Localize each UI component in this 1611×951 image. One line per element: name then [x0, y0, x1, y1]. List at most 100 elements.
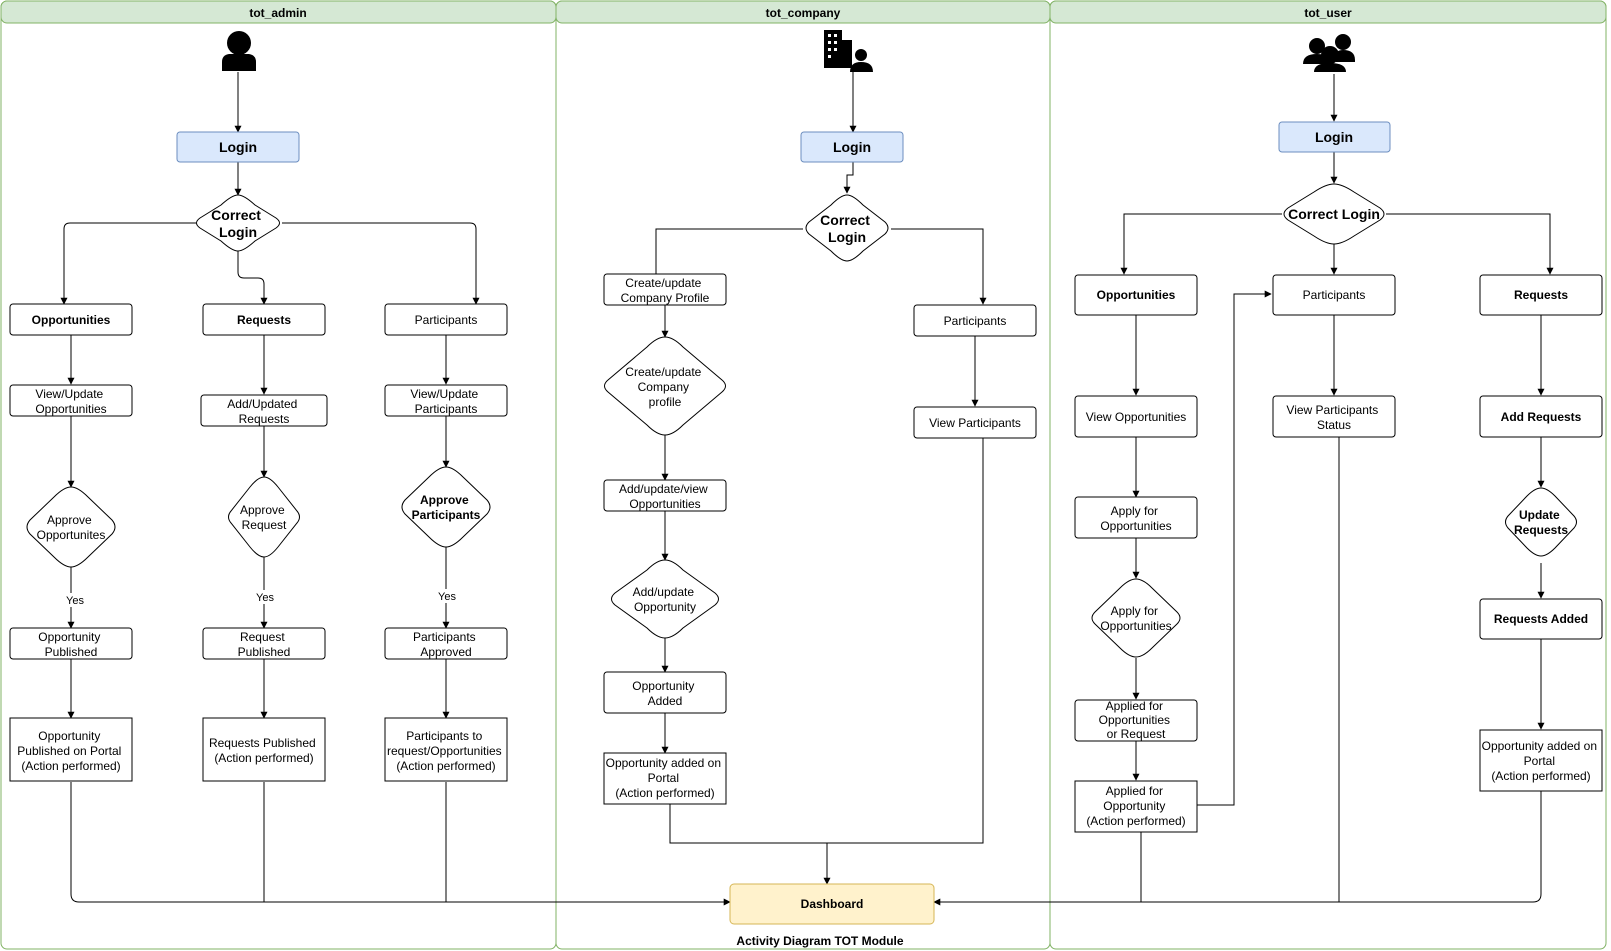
- user-apply-for-opportunities-decision[interactable]: Apply for Opportunities: [1091, 578, 1181, 658]
- lane-title-company: tot_company: [766, 6, 841, 20]
- admin-request-published[interactable]: Request Published: [202, 627, 326, 660]
- user-add-requests[interactable]: Add Requests: [1479, 395, 1603, 438]
- svg-text:Approve Request: Approve Request: [240, 503, 288, 532]
- svg-text:View/Update Opportunitie: View/Update Opportunities: [35, 387, 106, 416]
- admin-requests-published-action[interactable]: Requests Published (Action performed): [202, 717, 326, 782]
- company-edges: [652, 68, 987, 885]
- svg-text:Update Requests: Update Requests: [1514, 508, 1568, 537]
- svg-text:Add Requests: Add Requests: [1501, 410, 1582, 424]
- person-icon: [222, 31, 256, 71]
- user-requests-added[interactable]: Requests Added: [1479, 598, 1603, 640]
- svg-text:Participants: Participants: [1303, 288, 1366, 302]
- svg-text:Participants: Participants: [944, 314, 1007, 328]
- company-create-profile-decision[interactable]: Create/update Company profile: [604, 336, 726, 436]
- admin-participants-node[interactable]: Participants: [384, 303, 508, 336]
- admin-opportunity-published[interactable]: Opportunity Published: [9, 627, 133, 660]
- svg-text:View/Update Participants: View/Update Participants: [410, 387, 481, 416]
- svg-text:Apply for Opportunities: Apply for Opportunities: [1100, 504, 1171, 533]
- svg-text:Requests Published (Acti: Requests Published (Action performed): [209, 736, 319, 765]
- svg-text:Applied for Opportunitie: Applied for Opportunities or Request: [1099, 699, 1174, 741]
- company-login[interactable]: Login: [800, 131, 904, 163]
- svg-text:Add/Updated Requests: Add/Updated Requests: [227, 397, 300, 426]
- admin-opportunities-node[interactable]: Opportunities: [9, 303, 133, 336]
- company-add-view-opportunities[interactable]: Add/update/view Opportunities: [603, 479, 727, 512]
- admin-approve-request-decision[interactable]: Approve Request: [228, 476, 300, 558]
- admin-add-updated-requests[interactable]: Add/Updated Requests: [200, 394, 328, 427]
- svg-text:Correct Login: Correct Login: [820, 212, 874, 245]
- admin-view-update-participants[interactable]: View/Update Participants: [384, 384, 508, 417]
- user-edges: [1120, 74, 1554, 806]
- svg-text:Opportunity added on Por: Opportunity added on Portal (Action perf…: [606, 756, 725, 800]
- edge-label-yes: Yes: [256, 592, 274, 604]
- svg-text:Correct Login: Correct Login: [211, 207, 265, 240]
- user-participants-node[interactable]: Participants: [1272, 274, 1396, 316]
- svg-text:Opportunity Added: Opportunity Added: [632, 679, 697, 708]
- company-correct-login-decision[interactable]: Correct Login: [805, 194, 889, 262]
- admin-correct-login-decision[interactable]: Correct Login: [196, 194, 280, 252]
- admin-opportunity-published-portal[interactable]: Opportunity Published on Portal (Action …: [9, 717, 133, 782]
- svg-text:View Opportunities: View Opportunities: [1086, 410, 1187, 424]
- svg-text:Requests: Requests: [1514, 288, 1568, 302]
- svg-text:Opportunity Published: Opportunity Published: [38, 630, 103, 659]
- admin-requests-node[interactable]: Requests: [202, 303, 326, 336]
- user-applied-for-opportunity-action[interactable]: Applied for Opportunity (Action performe…: [1074, 780, 1198, 833]
- admin-login[interactable]: Login: [176, 131, 300, 163]
- admin-approve-participants-decision[interactable]: Approve Participants: [401, 466, 491, 548]
- user-update-requests-decision[interactable]: Update Requests: [1505, 487, 1577, 557]
- svg-text:Request Published: Request Published: [238, 630, 291, 659]
- svg-text:Opportunities: Opportunities: [32, 313, 111, 327]
- svg-text:Participants to request/: Participants to request/Opportunities (A…: [387, 729, 505, 773]
- svg-text:Participants Approved: Participants Approved: [413, 630, 479, 659]
- svg-text:Approve Opportunites: Approve Opportunites: [37, 513, 106, 542]
- user-applied-for-opportunities[interactable]: Applied for Opportunities or Request: [1074, 699, 1198, 742]
- admin-approve-opportunities-decision[interactable]: Approve Opportunites: [26, 486, 116, 568]
- lane-title-admin: tot_admin: [249, 6, 306, 20]
- diagram-caption: Activity Diagram TOT Module: [736, 934, 903, 948]
- company-create-profile[interactable]: Create/update Company Profile: [603, 273, 727, 306]
- svg-text:Approve Participants: Approve Participants: [412, 493, 481, 522]
- user-correct-login-decision[interactable]: Correct Login: [1283, 183, 1385, 245]
- admin-participants-approved[interactable]: Participants Approved: [384, 627, 508, 660]
- svg-text:View Participants: View Participants: [929, 416, 1021, 430]
- svg-text:Correct Login: Correct Login: [1288, 206, 1380, 222]
- company-add-update-opportunity-decision[interactable]: Add/update Opportunity: [611, 559, 719, 639]
- svg-text:Apply for Opportunities: Apply for Opportunities: [1100, 604, 1171, 633]
- user-view-opportunities[interactable]: View Opportunities: [1074, 395, 1198, 438]
- svg-text:Add/update/view Opportun: Add/update/view Opportunities: [619, 482, 711, 511]
- svg-text:Create/update Company Pr: Create/update Company Profile: [621, 276, 710, 305]
- company-opportunity-added[interactable]: Opportunity Added: [603, 671, 727, 714]
- svg-text:Login: Login: [833, 139, 871, 155]
- company-building-icon: [824, 30, 873, 72]
- svg-text:Opportunity Published on: Opportunity Published on Portal (Action …: [17, 729, 124, 773]
- svg-text:Login: Login: [1315, 129, 1353, 145]
- dashboard-node[interactable]: Dashboard: [729, 883, 935, 925]
- svg-text:Requests: Requests: [237, 313, 291, 327]
- svg-text:Participants: Participants: [415, 313, 478, 327]
- user-opportunity-added-portal[interactable]: Opportunity added on Portal (Action perf…: [1479, 729, 1603, 792]
- svg-text:Applied for Opportunity: Applied for Opportunity (Action performe…: [1086, 784, 1185, 828]
- user-group-icon: [1303, 34, 1355, 72]
- svg-text:Login: Login: [219, 139, 257, 155]
- user-apply-for-opportunities[interactable]: Apply for Opportunities: [1074, 496, 1198, 539]
- user-opportunities-node[interactable]: Opportunities: [1074, 274, 1198, 316]
- admin-participants-to-request[interactable]: Participants to request/Opportunities (A…: [384, 717, 508, 782]
- dashboard-edges: [70, 437, 1542, 906]
- svg-text:Create/update Company: Create/update Company profile: [625, 365, 704, 409]
- svg-text:Opportunities: Opportunities: [1097, 288, 1176, 302]
- svg-text:Dashboard: Dashboard: [801, 897, 864, 911]
- company-opportunity-added-portal[interactable]: Opportunity added on Portal (Action perf…: [603, 752, 727, 805]
- company-participants-node[interactable]: Participants: [913, 304, 1037, 337]
- company-view-participants[interactable]: View Participants: [913, 406, 1037, 439]
- admin-view-update-opportunities[interactable]: View/Update Opportunities: [9, 384, 133, 417]
- svg-text:Add/update Opportunity: Add/update Opportunity: [633, 585, 698, 614]
- admin-edges: [60, 72, 480, 719]
- svg-text:View Participants Status: View Participants Status: [1286, 403, 1381, 432]
- svg-text:Requests Added: Requests Added: [1494, 612, 1588, 626]
- edge-label-yes: Yes: [438, 591, 456, 603]
- svg-text:Opportunity added on Por: Opportunity added on Portal (Action perf…: [1482, 739, 1601, 783]
- edge-label-yes: Yes: [66, 595, 84, 607]
- user-view-participants-status[interactable]: View Participants Status: [1272, 395, 1396, 438]
- user-requests-node[interactable]: Requests: [1479, 274, 1603, 316]
- user-login[interactable]: Login: [1278, 121, 1391, 153]
